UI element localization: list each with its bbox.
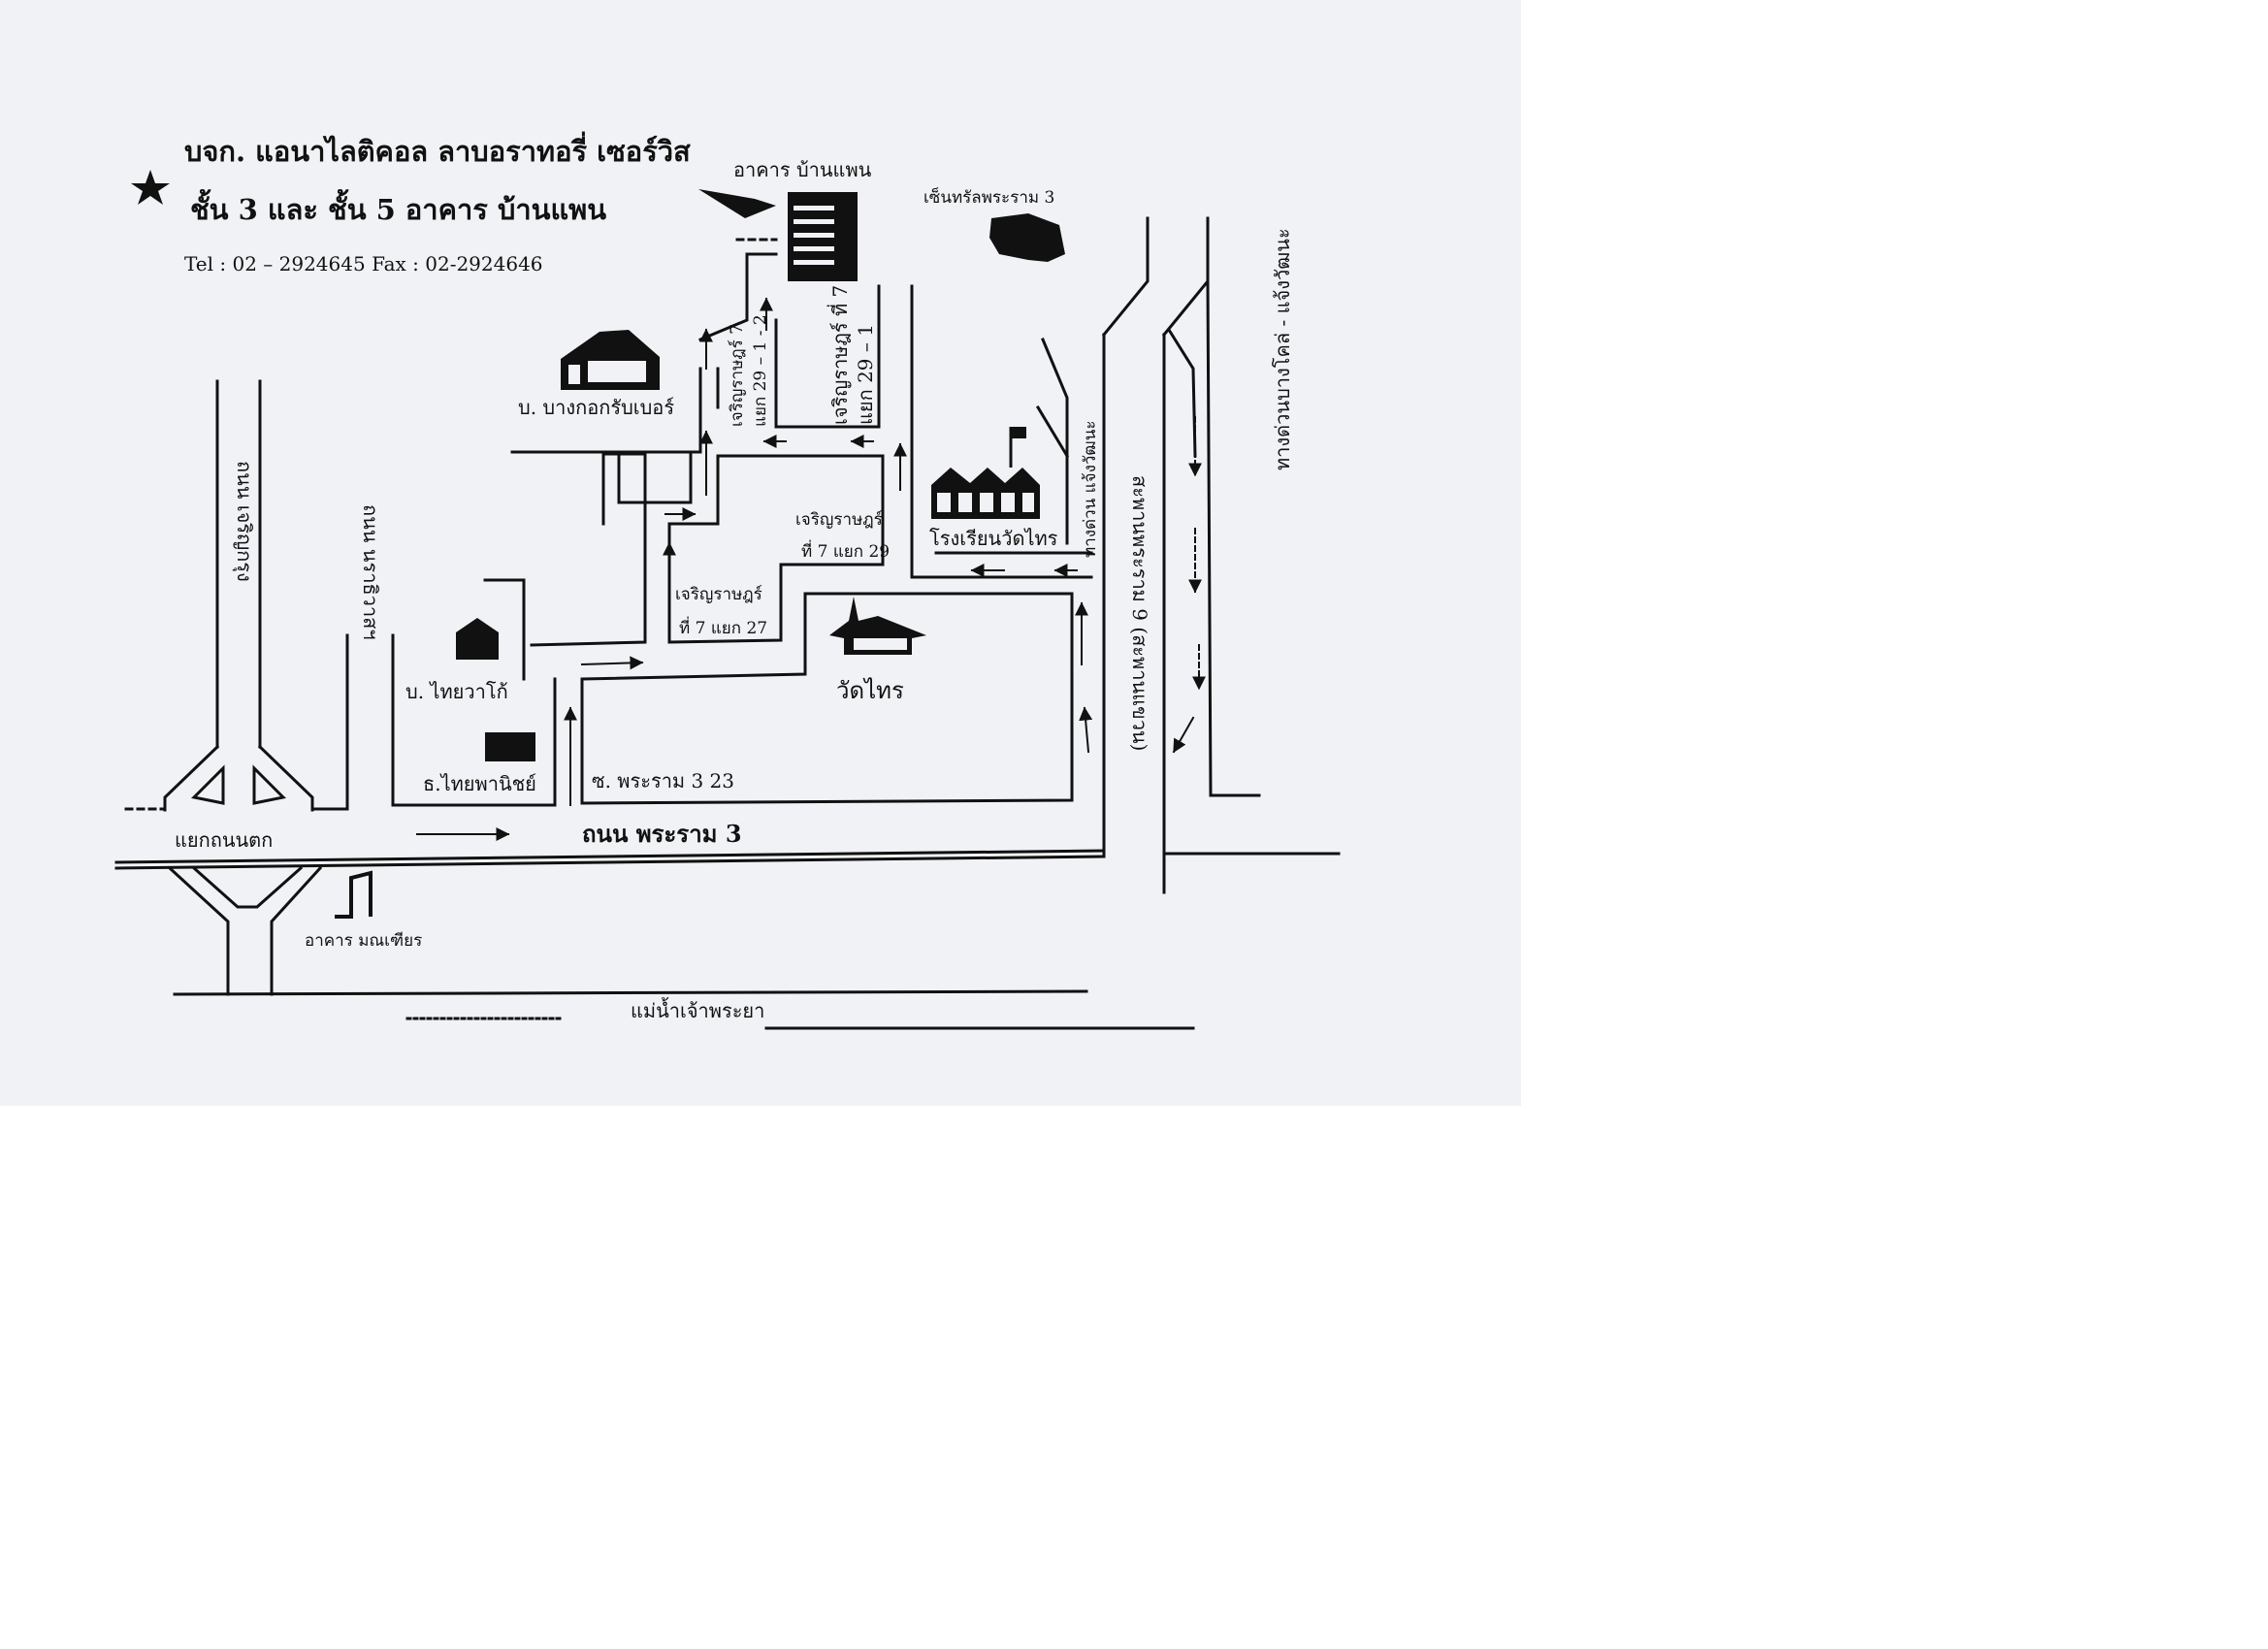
central-mall-icon (989, 213, 1065, 262)
map-page: { "header": { "company": "บจก. แอนาไลติค… (0, 0, 1521, 1106)
label-expressway-toll: ทางด่วน แจ้งวัฒนะ (1081, 420, 1100, 558)
label-baan-paen: อาคาร บ้านแพน (733, 158, 872, 181)
label-soi-7-29-1-2-b: แยก 29 – 1 - 2 (751, 314, 770, 427)
bangkok-rubber-building-icon (561, 330, 660, 390)
floor-info: ชั้น 3 และ ชั้น 5 อาคาร บ้านแพน (190, 193, 607, 226)
inner-roads (483, 238, 1093, 805)
label-expressway-right: ทางด่วนบางโคล่ - แจ้งวัฒนะ (1271, 228, 1294, 470)
label-soi-rama3-23: ซ. พระราม 3 23 (592, 769, 735, 792)
label-monthian: อาคาร มณเฑียร (305, 931, 423, 951)
label-soi-7-29-1-b: แยก 29 – 1 (854, 324, 877, 425)
label-bangkok-rubber: บ. บางกอกรับเบอร์ (518, 396, 675, 419)
star-icon (131, 170, 170, 205)
label-rama3-road: ถนน พระราม 3 (582, 820, 742, 848)
label-river: แม่น้ำเจ้าพระยา (631, 999, 765, 1022)
label-soi-7-29-1-a: เจริญราษฎร์ ที่ 7 (828, 284, 852, 425)
scb-bank-icon (485, 732, 535, 761)
charoen-krung-road (124, 379, 349, 996)
label-thai-wacoal: บ. ไทยวาโก้ (405, 680, 508, 703)
baan-paen-building-icon (698, 189, 858, 281)
river-bank (173, 989, 1195, 1030)
label-wat-thai: วัดไทร (836, 677, 904, 704)
wat-thai-temple-icon (829, 597, 926, 655)
label-soi-7-27-a: เจริญราษฎร์ (675, 585, 762, 604)
label-school: โรงเรียนวัดไทร (929, 527, 1058, 550)
monthian-building-icon (335, 870, 373, 919)
company-name: บจก. แอนาไลติคอล ลาบอราทอรี่ เซอร์วิส (184, 135, 691, 168)
rama9-bridge-road (1035, 216, 1261, 894)
label-central: เซ็นทรัลพระราม 3 (923, 188, 1055, 208)
nara-road (345, 633, 557, 811)
street-map (114, 170, 1341, 1030)
contact-info: Tel : 02 – 2924645 Fax : 02-2924646 (184, 252, 543, 275)
thai-wacoal-building-icon (456, 618, 499, 660)
rama3-road (114, 849, 1341, 870)
label-charoen-krung: ถนน เจริญกรุง (233, 461, 256, 582)
label-scb: ธ.ไทยพานิชย์ (423, 772, 536, 795)
label-soi-7-27-b: ที่ 7 แยก 27 (679, 619, 768, 638)
label-rama9-bridge: สะพานพระราม 9 (สะพานแขวน) (1128, 475, 1151, 752)
label-intersection: แยกถนนตก (175, 828, 274, 852)
school-building-icon (931, 427, 1040, 519)
label-nara-road: ถนน นราธิวาสฯ (359, 504, 382, 640)
traffic-arrows (416, 297, 1206, 841)
label-soi-7-29-a: เจริญราษฎร์ (795, 510, 883, 530)
label-soi-7-29-b: ที่ 7 แยก 29 (801, 542, 891, 562)
label-soi-7-29-1-2-a: เจริญราษฎร์ 7 (728, 323, 747, 427)
